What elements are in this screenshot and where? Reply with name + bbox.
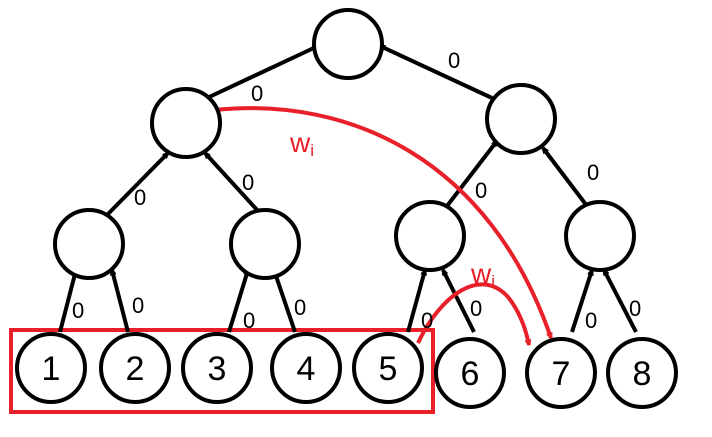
weight-f-b: 0	[587, 160, 599, 185]
leaf-label-5: 5	[379, 350, 398, 388]
weight-leaf6: 0	[470, 296, 482, 321]
selection-box	[9, 328, 435, 414]
cross-weight-upper-main: w	[289, 127, 311, 158]
node-f	[564, 200, 636, 272]
edge-leaf1-c	[58, 270, 76, 333]
weight-leaf8: 0	[629, 296, 641, 321]
edge-leaf5-e	[406, 270, 425, 333]
edge-leaf7-f	[570, 270, 594, 333]
tree-edges	[58, 44, 638, 333]
weight-leaf1: 0	[72, 298, 84, 323]
leaf-label-6: 6	[461, 355, 480, 393]
leaf-node-1	[15, 332, 87, 404]
cross-weight-lower-sub: i	[491, 272, 495, 291]
leaf-label-1: 1	[42, 350, 61, 388]
leaf-node-3	[181, 332, 253, 404]
weight-a-root: 0	[251, 81, 263, 106]
node-c	[53, 208, 125, 280]
weight-leaf5: 0	[421, 308, 433, 333]
cross-weight-upper: wi	[289, 127, 314, 160]
edge-leaf2-c	[112, 270, 130, 333]
leaf-label-4: 4	[297, 350, 316, 388]
edge-d-a	[203, 153, 260, 213]
edge-c-a	[106, 153, 168, 216]
leaf-label-7: 7	[552, 355, 571, 393]
leaf-node-7	[525, 337, 597, 409]
weight-leaf2: 0	[132, 293, 144, 318]
internal-nodes	[53, 8, 636, 280]
weight-e-b: 0	[475, 178, 487, 203]
edge-f-b	[541, 148, 589, 208]
edge-e-b	[445, 141, 499, 208]
leaf-node-6	[434, 337, 506, 409]
cross-weight-lower-main: w	[470, 258, 492, 289]
weight-root-right: 0	[448, 48, 460, 73]
edge-weight-labels: 0 0 0 0 0 0 0 0 0 0 0 0 0 0	[72, 48, 641, 333]
cross-edge-upper	[214, 106, 553, 338]
leaf-nodes	[15, 332, 678, 409]
leaf-node-8	[606, 337, 678, 409]
edge-b-root	[380, 44, 493, 100]
cross-weight-upper-sub: i	[310, 141, 314, 160]
root-node	[312, 8, 384, 80]
leaf-node-2	[99, 332, 171, 404]
leaf-label-2: 2	[126, 350, 145, 388]
weight-c-a: 0	[134, 185, 146, 210]
leaf-labels: 1 2 3 4 5 6 7 8	[42, 350, 652, 393]
node-a	[150, 87, 222, 159]
edge-leaf8-f	[602, 270, 638, 333]
weight-d-a: 0	[242, 170, 254, 195]
leaf-label-8: 8	[633, 355, 652, 393]
node-e	[394, 200, 466, 272]
weight-leaf7: 0	[585, 308, 597, 333]
leaf-node-4	[270, 332, 342, 404]
cross-edge-lower	[416, 282, 529, 345]
edge-a-root	[206, 44, 318, 100]
node-d	[229, 208, 301, 280]
weight-leaf4: 0	[294, 295, 306, 320]
leaf-node-5	[352, 332, 424, 404]
edge-leaf6-e	[441, 270, 476, 333]
weight-leaf3: 0	[243, 308, 255, 333]
edge-leaf3-d	[227, 270, 248, 333]
node-b	[485, 83, 557, 155]
edge-leaf4-d	[272, 270, 297, 333]
leaf-label-3: 3	[208, 350, 227, 388]
cross-weight-lower: wi	[470, 258, 495, 291]
